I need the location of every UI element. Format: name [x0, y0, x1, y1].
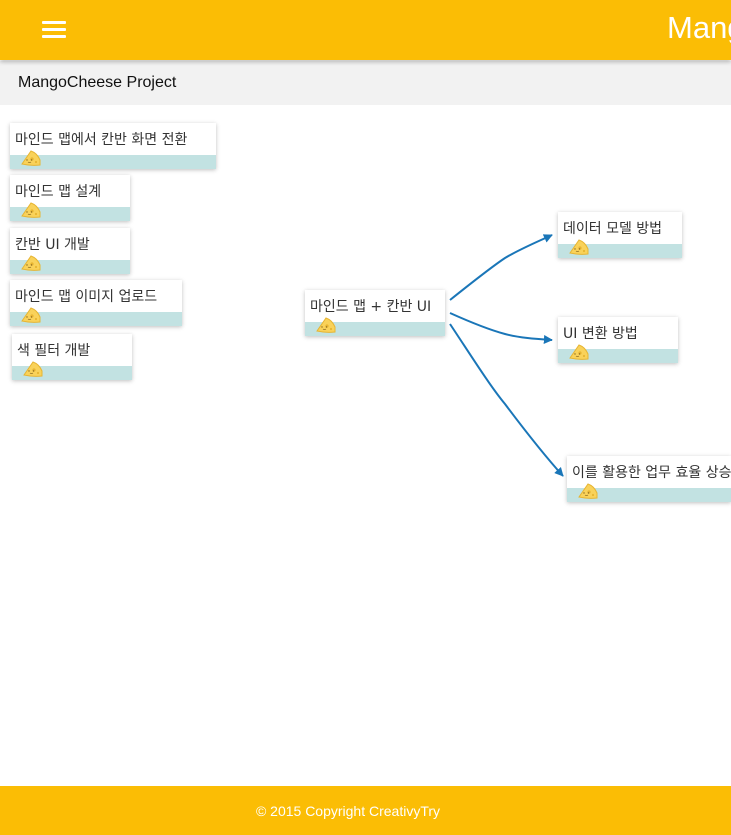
- cheese-icon: [20, 149, 42, 167]
- copyright-text: © 2015 Copyright CreativyTry: [255, 803, 441, 819]
- cheese-icon: [20, 254, 42, 272]
- node-color-bar: [10, 155, 216, 169]
- node-label: 마인드 맵 + 칸반 UI: [310, 299, 432, 315]
- project-name: MangoCheese Project: [18, 74, 177, 91]
- connection-arrows: [449, 234, 564, 477]
- mindmap-node[interactable]: 칸반 UI 개발: [10, 228, 130, 274]
- node-label: UI 변환 방법: [563, 326, 638, 342]
- mindmap-node[interactable]: 데이터 모델 방법: [558, 212, 682, 258]
- hamburger-menu-icon[interactable]: [38, 16, 70, 44]
- cheese-icon: [568, 238, 590, 256]
- mindmap-node[interactable]: UI 변환 방법: [558, 317, 678, 363]
- node-label: 마인드 맵 이미지 업로드: [15, 289, 158, 305]
- top-app-bar: MangoCheese: [0, 0, 731, 60]
- mindmap-center-node[interactable]: 마인드 맵 + 칸반 UI: [305, 290, 445, 336]
- node-label: 마인드 맵 설계: [15, 184, 102, 200]
- arrow-to-ui-conversion: [449, 312, 553, 344]
- node-label: 이를 활용한 업무 효율 상승: [572, 465, 731, 481]
- arrow-to-work-efficiency: [449, 323, 564, 477]
- mindmap-node[interactable]: 마인드 맵 설계: [10, 175, 130, 221]
- mindmap-node[interactable]: 마인드 맵 이미지 업로드: [10, 280, 182, 326]
- mindmap-node[interactable]: 마인드 맵에서 칸반 화면 전환: [10, 123, 216, 169]
- mindmap-node[interactable]: 이를 활용한 업무 효율 상승: [567, 456, 731, 502]
- mindmap-node[interactable]: 색 필터 개발: [12, 334, 132, 380]
- cheese-icon: [20, 201, 42, 219]
- app-title: MangoCheese: [667, 10, 731, 45]
- node-label: 데이터 모델 방법: [563, 221, 663, 237]
- node-label: 색 필터 개발: [17, 343, 91, 359]
- node-color-bar: [567, 488, 731, 502]
- node-label: 마인드 맵에서 칸반 화면 전환: [15, 132, 188, 148]
- cheese-icon: [577, 482, 599, 500]
- node-color-bar: [10, 312, 182, 326]
- node-label: 칸반 UI 개발: [15, 237, 90, 253]
- node-color-bar: [305, 322, 445, 336]
- footer: © 2015 Copyright CreativyTry: [0, 786, 731, 835]
- cheese-icon: [315, 316, 337, 334]
- mind-map-canvas[interactable]: 마인드 맵에서 칸반 화면 전환 마인드 맵 설계 칸반 UI 개발 마인드 맵…: [0, 106, 731, 786]
- arrow-to-data-model: [449, 234, 553, 301]
- cheese-icon: [22, 360, 44, 378]
- cheese-icon: [568, 343, 590, 361]
- node-color-bar: [558, 244, 682, 258]
- cheese-icon: [20, 306, 42, 324]
- project-bar: MangoCheese Project: [0, 61, 731, 105]
